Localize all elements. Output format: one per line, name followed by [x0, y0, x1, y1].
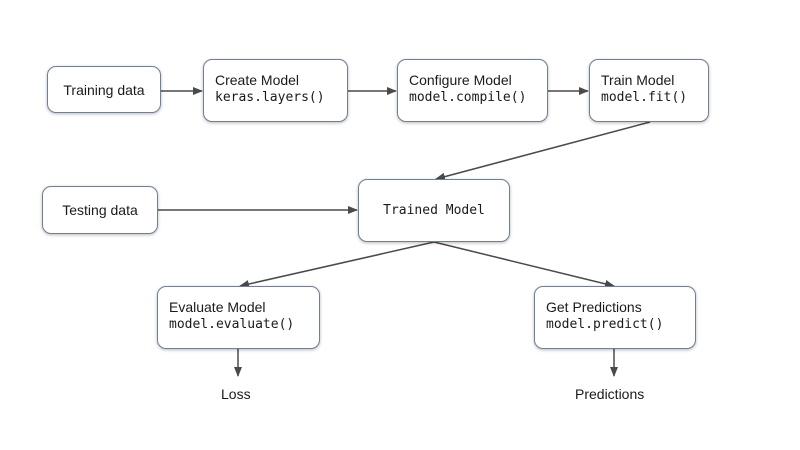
train-model-code: model.fit() [601, 90, 688, 105]
evaluate-model-node: Evaluate Model model.evaluate() [157, 286, 320, 349]
configure-model-node: Configure Model model.compile() [397, 59, 548, 122]
configure-model-label: Configure Model [409, 72, 512, 88]
training-data-node: Training data [47, 66, 161, 113]
testing-data-label: Testing data [62, 202, 138, 218]
get-predictions-label: Get Predictions [546, 299, 642, 315]
configure-model-code: model.compile() [409, 90, 527, 105]
get-predictions-code: model.predict() [546, 317, 664, 332]
create-model-node: Create Model keras.layers() [203, 59, 348, 122]
trained-model-node: Trained Model [358, 179, 510, 242]
get-predictions-node: Get Predictions model.predict() [534, 286, 696, 349]
evaluate-model-label: Evaluate Model [169, 299, 266, 315]
trained-model-label: Trained Model [383, 202, 485, 218]
create-model-label: Create Model [215, 72, 300, 88]
arrow-train-to-trained [435, 121, 651, 181]
train-model-label: Train Model [601, 72, 675, 88]
arrow-trained-to-predictions [433, 241, 615, 288]
testing-data-node: Testing data [42, 186, 158, 234]
train-model-node: Train Model model.fit() [589, 59, 709, 122]
predictions-output-label: Predictions [575, 386, 645, 402]
create-model-code: keras.layers() [215, 90, 325, 105]
arrow-trained-to-evaluate [239, 241, 435, 288]
training-data-label: Training data [63, 81, 145, 98]
loss-output-label: Loss [221, 386, 251, 402]
evaluate-model-code: model.evaluate() [169, 317, 295, 332]
